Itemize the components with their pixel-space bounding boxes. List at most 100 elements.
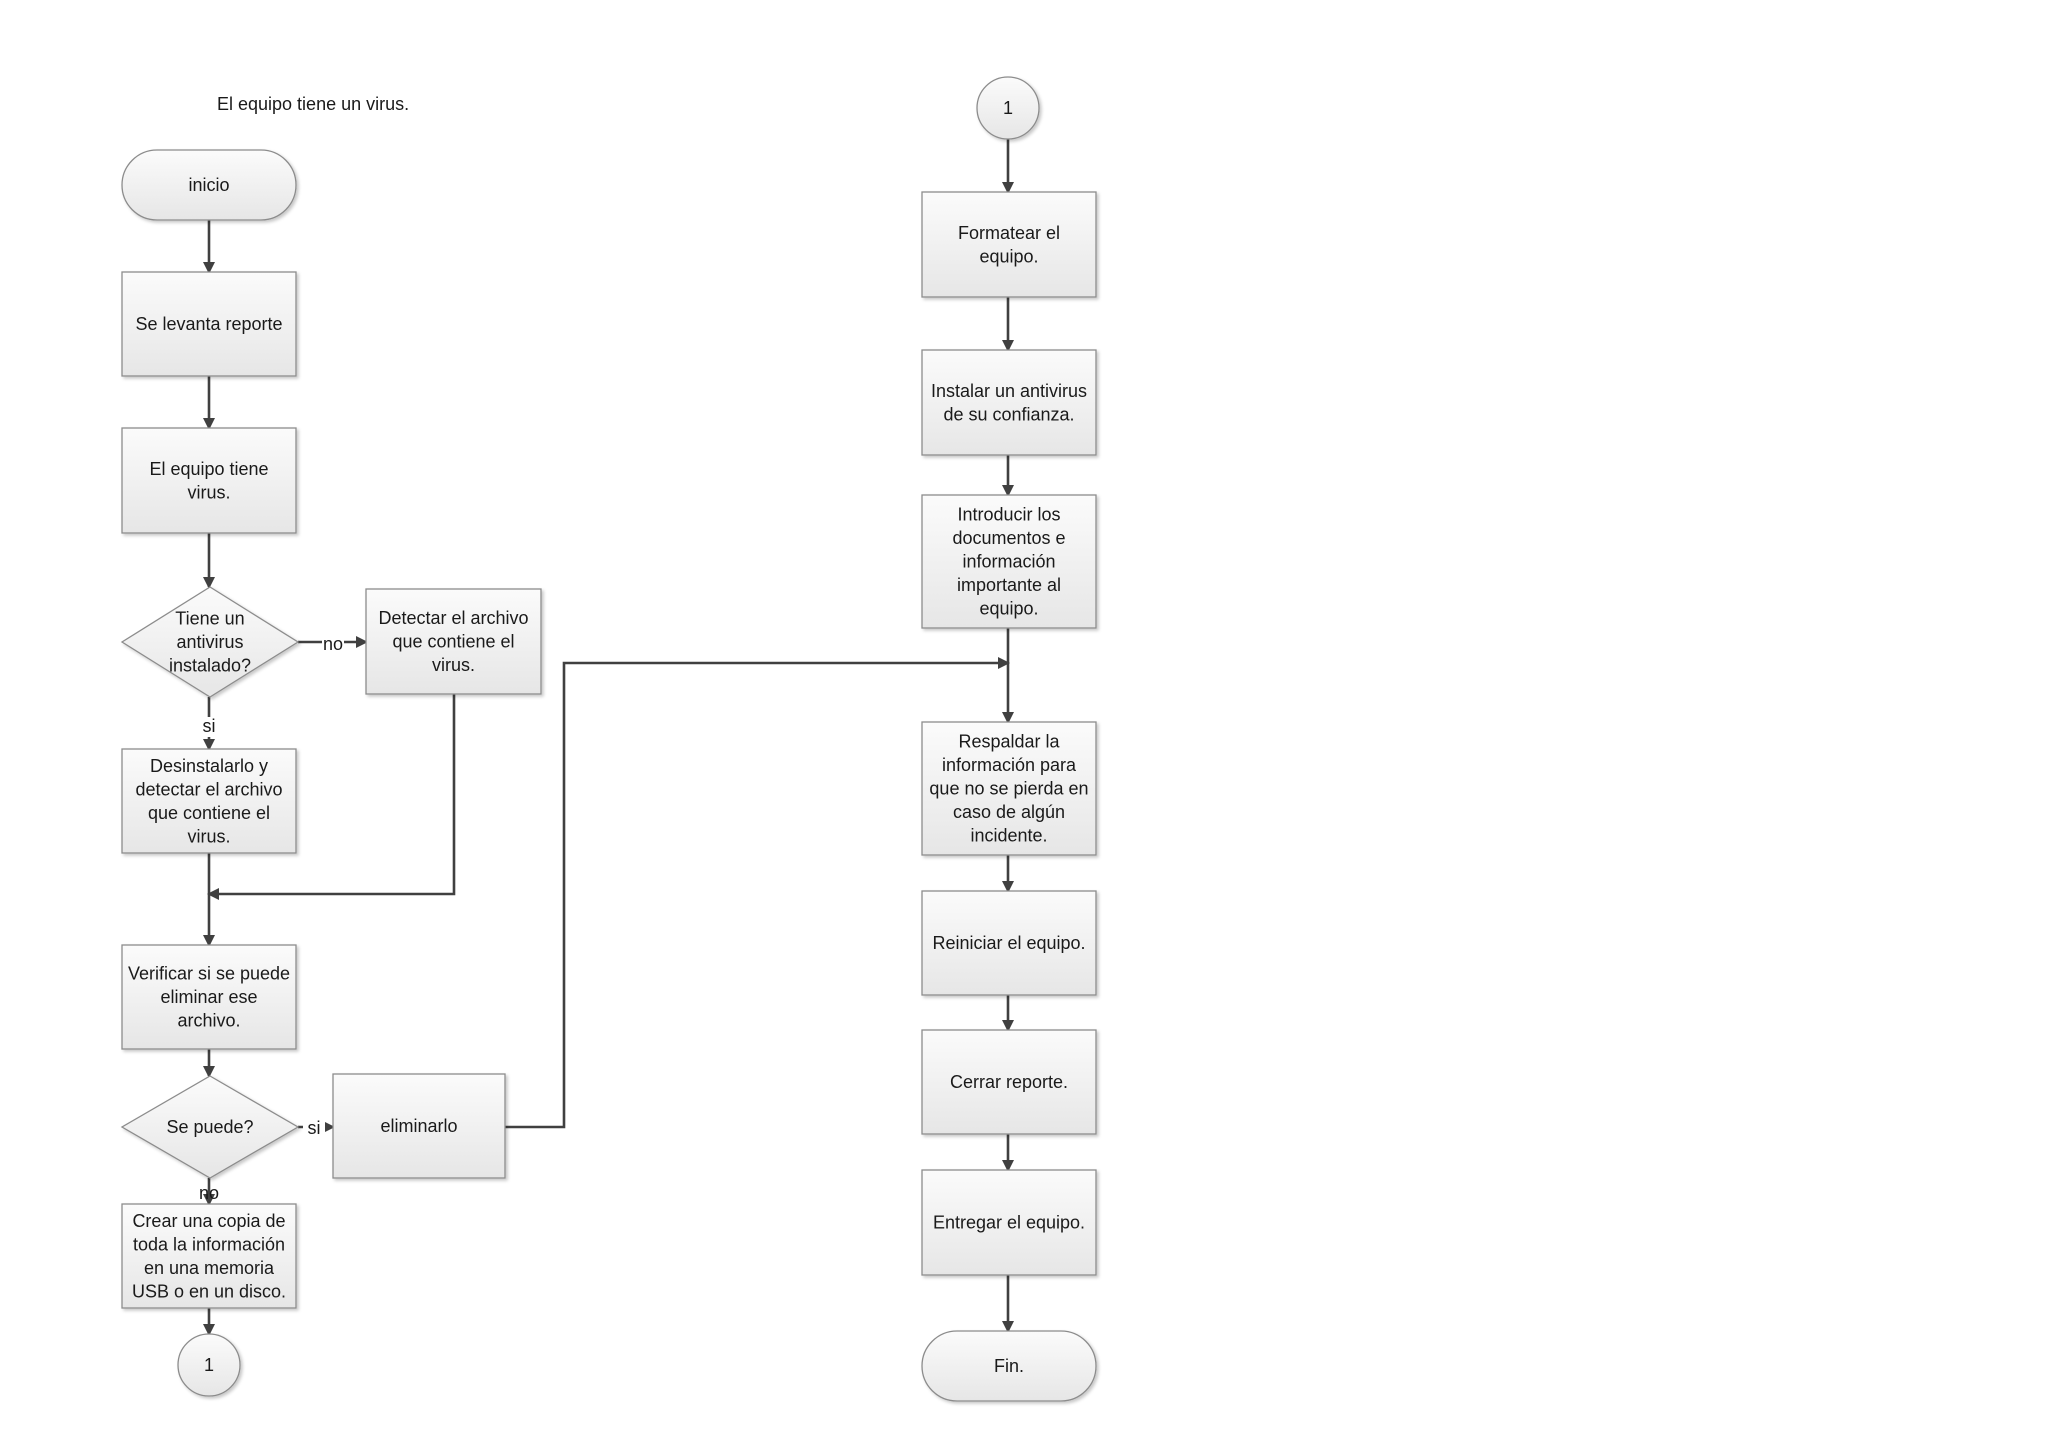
node-entregar	[921, 1169, 1097, 1276]
node-label-line: Instalar un antivirus	[931, 381, 1087, 401]
node-label: Se levanta reporte	[135, 314, 282, 334]
node-respaldar	[921, 721, 1097, 856]
process-box	[921, 890, 1097, 996]
process-box	[365, 588, 542, 695]
node-label-line: USB o en un disco.	[132, 1281, 286, 1301]
edge-label-bg	[303, 1119, 325, 1139]
node-label-line: 1	[1003, 98, 1013, 118]
edge-label-puede-si: si	[308, 1118, 321, 1138]
edges-layer	[203, 139, 1014, 1336]
node-label-line: información para	[942, 755, 1077, 775]
node-desinstalar	[121, 748, 297, 854]
node-label-line: que no se pierda en	[929, 779, 1088, 799]
node-label-line: equipo.	[979, 599, 1038, 619]
node-copia	[121, 1203, 297, 1309]
node-se-puede	[120, 1075, 300, 1179]
node-label: Crear una copia de toda la información en …	[132, 1211, 286, 1302]
node-label-line: que contiene el	[392, 632, 514, 652]
process-box	[121, 944, 297, 1050]
node-label-line: virus.	[432, 655, 475, 675]
node-label: inicio	[188, 175, 229, 195]
process-box	[121, 427, 297, 534]
node-label-line: instalado?	[169, 656, 251, 676]
diagram-caption: El equipo tiene un virus.	[217, 94, 409, 114]
node-label: Verificar si se puede eliminar ese archivo…	[128, 964, 290, 1031]
node-label-line: eliminarlo	[380, 1116, 457, 1136]
node-introducir	[921, 494, 1097, 629]
node-conector-b	[976, 76, 1040, 140]
process-box	[332, 1073, 506, 1179]
node-detectar	[365, 588, 542, 695]
node-instalar	[921, 349, 1097, 456]
process-box	[921, 494, 1097, 629]
edge-label-antivirus-no: no	[323, 634, 343, 654]
node-eliminarlo	[332, 1073, 506, 1179]
node-label-line: incidente.	[970, 826, 1047, 846]
node-label-line: Entregar el equipo.	[933, 1213, 1085, 1233]
node-label-line: Se levanta reporte	[135, 314, 282, 334]
node-label-line: Crear una copia de	[132, 1211, 285, 1231]
edge-label-bg	[322, 635, 344, 655]
node-label: 1	[1003, 98, 1013, 118]
node-label-line: de su confianza.	[943, 404, 1074, 424]
edge-eliminarlo-right	[505, 657, 1010, 1129]
node-label: Detectar el archivo que contiene el virus.	[378, 608, 528, 675]
connector-circle	[177, 1333, 241, 1397]
edge-label-antivirus-si: si	[203, 716, 216, 736]
node-label-line: virus.	[187, 482, 230, 502]
node-label-line: caso de algún	[953, 802, 1065, 822]
node-label-line: Formatear el	[958, 223, 1060, 243]
node-tiene-antivirus	[120, 586, 300, 698]
node-label-line: Respaldar la	[958, 732, 1060, 752]
process-box	[921, 721, 1097, 856]
process-box	[921, 349, 1097, 456]
node-label-line: Tiene un	[175, 609, 244, 629]
node-label-line: en una memoria	[144, 1258, 275, 1278]
node-label-line: toda la información	[133, 1234, 285, 1254]
edge-detectar-merge	[207, 694, 456, 900]
node-label-line: Verificar si se puede	[128, 964, 290, 984]
terminator-shape	[121, 149, 297, 221]
edge-labels-layer: no si si no	[198, 634, 344, 1203]
process-box	[921, 1029, 1097, 1135]
node-label: Tiene un antivirus instalado?	[169, 609, 251, 676]
node-label-line: Cerrar reporte.	[950, 1072, 1068, 1092]
node-fin	[921, 1330, 1097, 1402]
node-label: 1	[204, 1355, 214, 1375]
node-label-line: Se puede?	[166, 1117, 253, 1137]
node-label-line: que contiene el	[148, 803, 270, 823]
node-label: eliminarlo	[380, 1116, 457, 1136]
node-label: Reiniciar el equipo.	[932, 933, 1085, 953]
node-formatear	[921, 191, 1097, 298]
node-label-line: documentos e	[952, 528, 1065, 548]
terminator-shape	[921, 1330, 1097, 1402]
node-label-line: Reiniciar el equipo.	[932, 933, 1085, 953]
process-box	[921, 191, 1097, 298]
node-label-line: 1	[204, 1355, 214, 1375]
node-reiniciar	[921, 890, 1097, 996]
node-label-line: eliminar ese	[160, 987, 257, 1007]
node-label: Respaldar la información para que no se pi…	[929, 732, 1088, 846]
nodes-layer: inicio Se levanta reporte El equipo tiene v…	[120, 76, 1097, 1402]
node-label-line: equipo.	[979, 246, 1038, 266]
node-label: Instalar un antivirus de su confianza.	[931, 381, 1087, 425]
node-label-line: antivirus	[176, 632, 243, 652]
node-label-line: archivo.	[177, 1011, 240, 1031]
edge-label-bg	[198, 717, 220, 737]
node-label-line: Fin.	[994, 1356, 1024, 1376]
node-label-line: El equipo tiene	[149, 459, 268, 479]
process-box	[921, 1169, 1097, 1276]
node-tiene-virus	[121, 427, 297, 534]
node-label-line: detectar el archivo	[135, 779, 282, 799]
node-reporte	[121, 271, 297, 377]
node-label: Entregar el equipo.	[933, 1213, 1085, 1233]
process-box	[121, 1203, 297, 1309]
node-label-line: virus.	[187, 826, 230, 846]
node-label-line: Detectar el archivo	[378, 608, 528, 628]
node-label: Se puede?	[166, 1117, 253, 1137]
node-conector-a	[177, 1333, 241, 1397]
node-cerrar	[921, 1029, 1097, 1135]
edge-label-puede-no: no	[199, 1183, 219, 1203]
